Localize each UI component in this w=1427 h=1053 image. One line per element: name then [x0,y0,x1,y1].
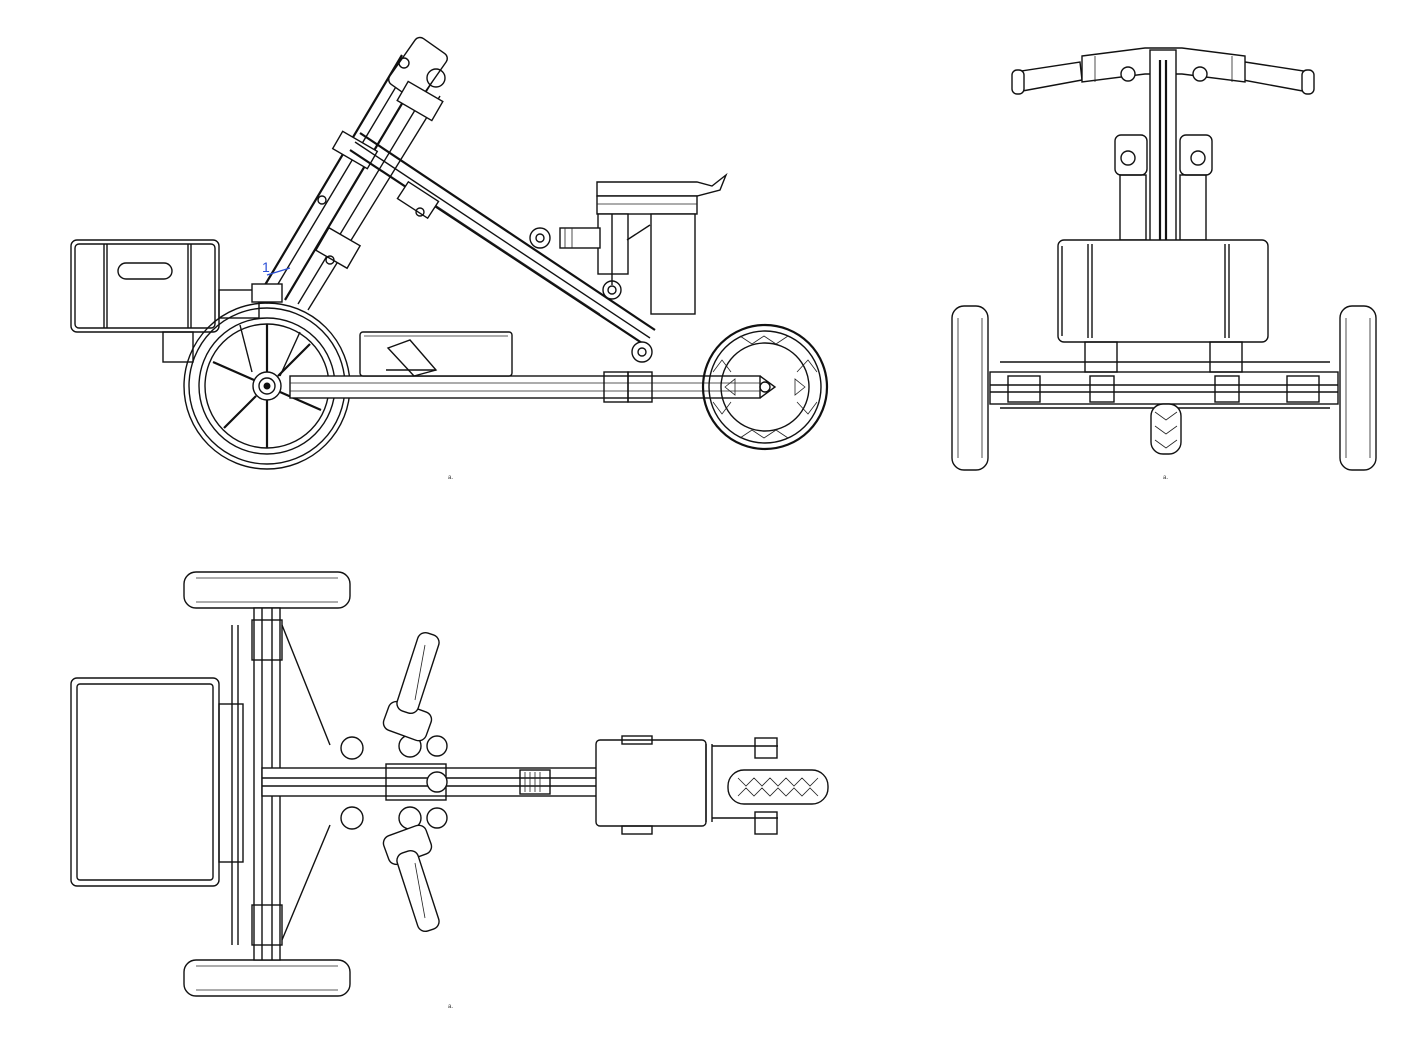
top-rear-box [70,677,244,887]
front-axle [989,341,1339,409]
top-handlebar-upper [396,631,440,715]
front-center-wheel [1150,403,1182,455]
top-handlebar-lower [396,849,440,933]
side-rear-box [70,239,260,363]
callout-1: 1 [262,259,270,275]
side-battery-box [359,331,513,377]
top-view-caption: a. [448,1004,453,1010]
top-spine [261,763,603,801]
front-view: a. [951,47,1377,481]
top-lower-wheel [183,959,351,997]
side-view-caption: a. [448,475,453,481]
front-right-wheel [1339,305,1377,471]
top-upper-wheel [183,571,351,609]
callout-1-leader [266,267,291,276]
side-seat [559,172,728,315]
front-column [1114,49,1213,243]
front-rear-box [1057,239,1269,343]
top-steering-cluster [340,700,448,866]
side-steering-column [251,36,448,311]
top-seat [595,735,778,835]
side-front-wheel [701,323,829,451]
side-view: 1 a. [70,36,829,481]
top-front-wheel [727,769,829,805]
side-diagonal-tube [349,132,656,363]
front-handlebar [1011,47,1315,95]
front-view-caption: a. [1163,475,1168,481]
top-view: a. [70,571,829,1010]
front-left-wheel [951,305,989,471]
